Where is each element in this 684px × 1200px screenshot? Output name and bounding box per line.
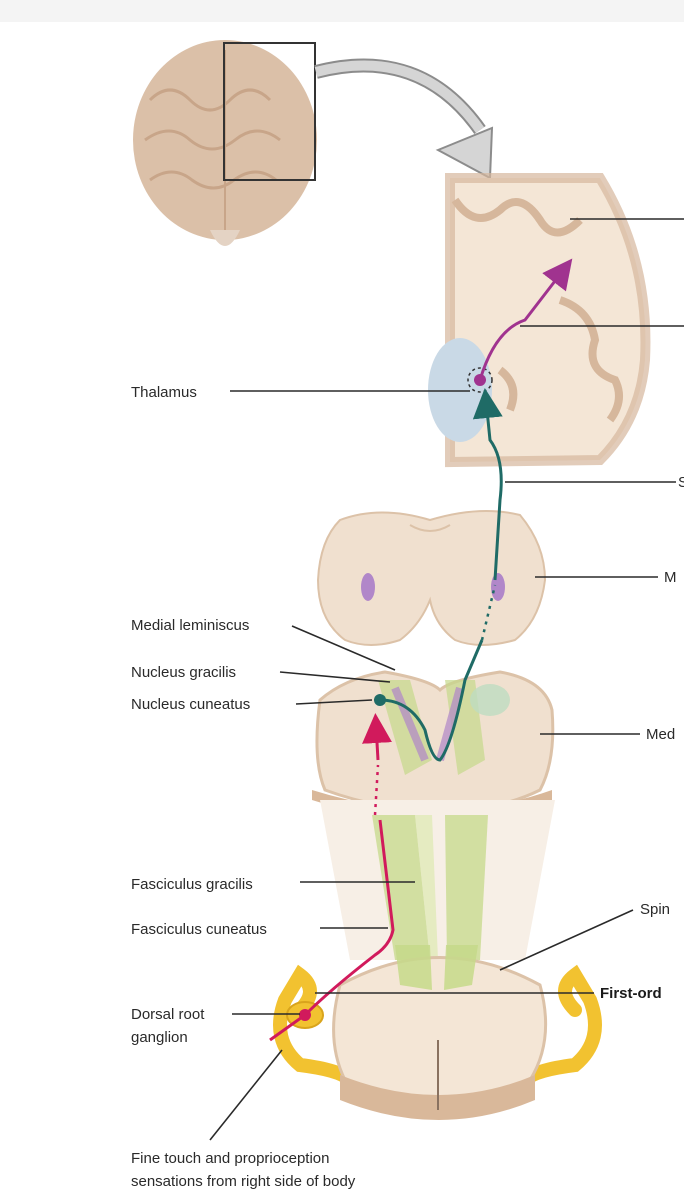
label-sensation-line1: Fine touch and proprioception — [131, 1150, 329, 1167]
second-order-neuron-ascending — [472, 388, 503, 581]
label-fasciculus-cuneatus: Fasciculus cuneatus — [131, 921, 267, 938]
brain-coronal-section — [428, 173, 651, 468]
first-order-neuron-arrow — [362, 713, 393, 761]
spinal-cord-column — [320, 800, 555, 960]
midbrain-section — [316, 510, 547, 646]
label-right-tract-cut: S — [678, 474, 684, 491]
leader-nucleus-gracilis — [279, 671, 391, 683]
first-order-neuron — [269, 819, 395, 1042]
label-dorsal-root-ganglion-line2: ganglion — [131, 1029, 188, 1046]
spinal-cord-cross-section — [273, 945, 602, 1120]
first-order-neuron-cell-body — [299, 1009, 311, 1021]
second-order-neuron-decussation — [379, 639, 484, 762]
label-thalamus: Thalamus — [131, 384, 197, 401]
nucleus-cuneatus-neuron-body — [374, 694, 386, 706]
label-nucleus-gracilis: Nucleus gracilis — [131, 664, 236, 681]
thalamus-region — [428, 338, 492, 442]
label-right-first-order-cut: First-ord — [600, 985, 662, 1002]
leader-nucleus-cuneatus — [295, 699, 373, 705]
third-order-neuron — [478, 258, 573, 381]
leader-medial-lemniscus — [291, 625, 396, 671]
second-order-neuron-dashed-segment — [480, 584, 497, 641]
leader-spinal-cord — [499, 909, 634, 971]
label-nucleus-cuneatus: Nucleus cuneatus — [131, 696, 250, 713]
zoom-curved-arrow — [314, 58, 494, 180]
fasciculus-gracilis-region — [372, 815, 430, 960]
medulla-section — [312, 670, 555, 821]
label-fasciculus-gracilis: Fasciculus gracilis — [131, 876, 253, 893]
label-dorsal-root-ganglion-line1: Dorsal root — [131, 1006, 205, 1023]
label-sensation-line2: sensations from right side of body — [131, 1173, 356, 1190]
label-right-medulla-cut: Med — [646, 726, 675, 743]
label-medial-lemniscus: Medial leminiscus — [131, 617, 249, 634]
leader-sensation-input — [209, 1049, 283, 1141]
first-order-neuron-dashed-segment — [373, 764, 380, 816]
zoom-selection-box — [223, 42, 316, 181]
top-bar — [0, 0, 684, 22]
label-right-spinal-cut: Spin — [640, 901, 670, 918]
label-right-midbrain-cut: M — [664, 569, 677, 586]
